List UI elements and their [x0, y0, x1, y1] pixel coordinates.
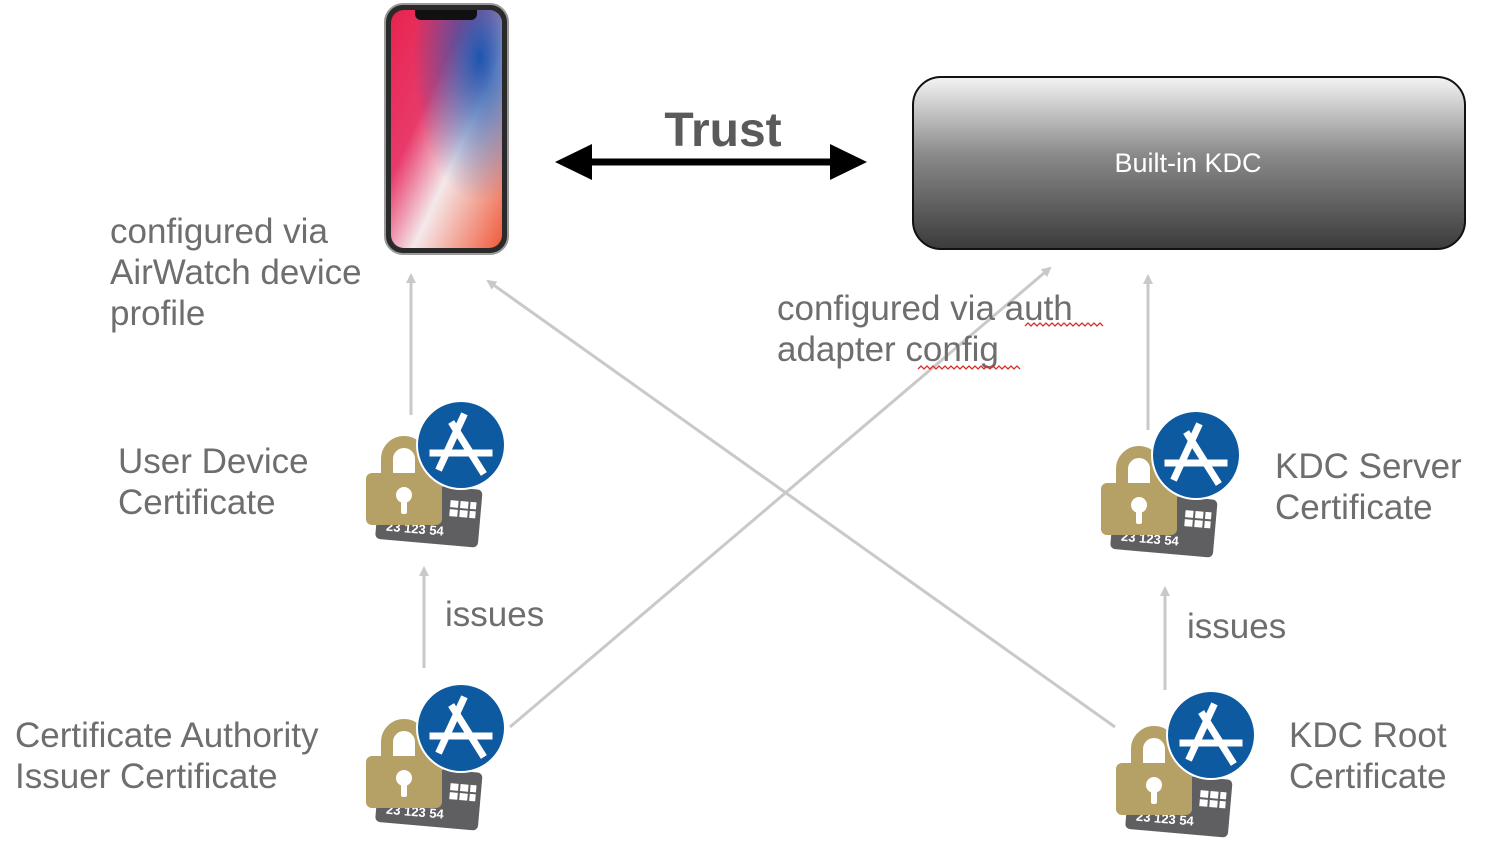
user-device-certificate-icon: 23 123 54 — [366, 400, 506, 548]
issues-label-right: issues — [1187, 607, 1286, 646]
label-line: KDC Root — [1289, 716, 1447, 755]
lock-icon — [366, 719, 442, 808]
user-cert-label: User Device Certificate — [118, 442, 309, 522]
app-store-icon — [1151, 410, 1241, 500]
built-in-kdc: Built-in KDC — [912, 76, 1466, 250]
label-line: KDC Server — [1275, 447, 1462, 486]
issues-label-left: issues — [445, 595, 544, 634]
note-line: adapter config — [777, 330, 999, 369]
phone-config-note: configured via AirWatch device profile — [110, 212, 362, 333]
app-store-icon — [416, 683, 506, 773]
kdc-label: Built-in KDC — [1114, 148, 1261, 178]
auth-config-note: configured via auth adapter config — [777, 289, 1104, 370]
app-store-icon — [416, 400, 506, 490]
note-line: configured via — [110, 212, 328, 251]
trust-arrow — [555, 144, 867, 180]
trust-label: Trust — [664, 104, 781, 157]
smartphone-icon — [384, 3, 509, 255]
label-line: Certificate — [118, 483, 276, 522]
label-line: Certificate — [1275, 488, 1433, 527]
label-line: Certificate — [1289, 757, 1447, 796]
ca-issuer-certificate-icon: 23 123 54 — [366, 683, 506, 831]
kdc-server-cert-label: KDC Server Certificate — [1275, 447, 1462, 527]
label-line: User Device — [118, 442, 309, 481]
lock-icon — [1116, 726, 1192, 815]
label-line: Certificate Authority — [15, 716, 319, 755]
ca-to-kdc-arrow — [509, 266, 1052, 729]
kdc-root-certificate-icon: 23 123 54 — [1116, 690, 1256, 838]
note-line: profile — [110, 294, 205, 333]
kdc-root-cert-label: KDC Root Certificate — [1289, 716, 1447, 796]
ca-cert-label: Certificate Authority Issuer Certificate — [15, 716, 319, 796]
spellcheck-underline — [1024, 322, 1104, 327]
app-store-icon — [1166, 690, 1256, 780]
kdc-root-to-phone-arrow — [486, 279, 1116, 729]
spellcheck-underline — [917, 365, 1021, 370]
note-line: configured via auth — [777, 289, 1073, 328]
label-line: Issuer Certificate — [15, 757, 278, 796]
kdc-server-certificate-icon: 23 123 54 — [1101, 410, 1241, 558]
note-line: AirWatch device — [110, 253, 362, 292]
